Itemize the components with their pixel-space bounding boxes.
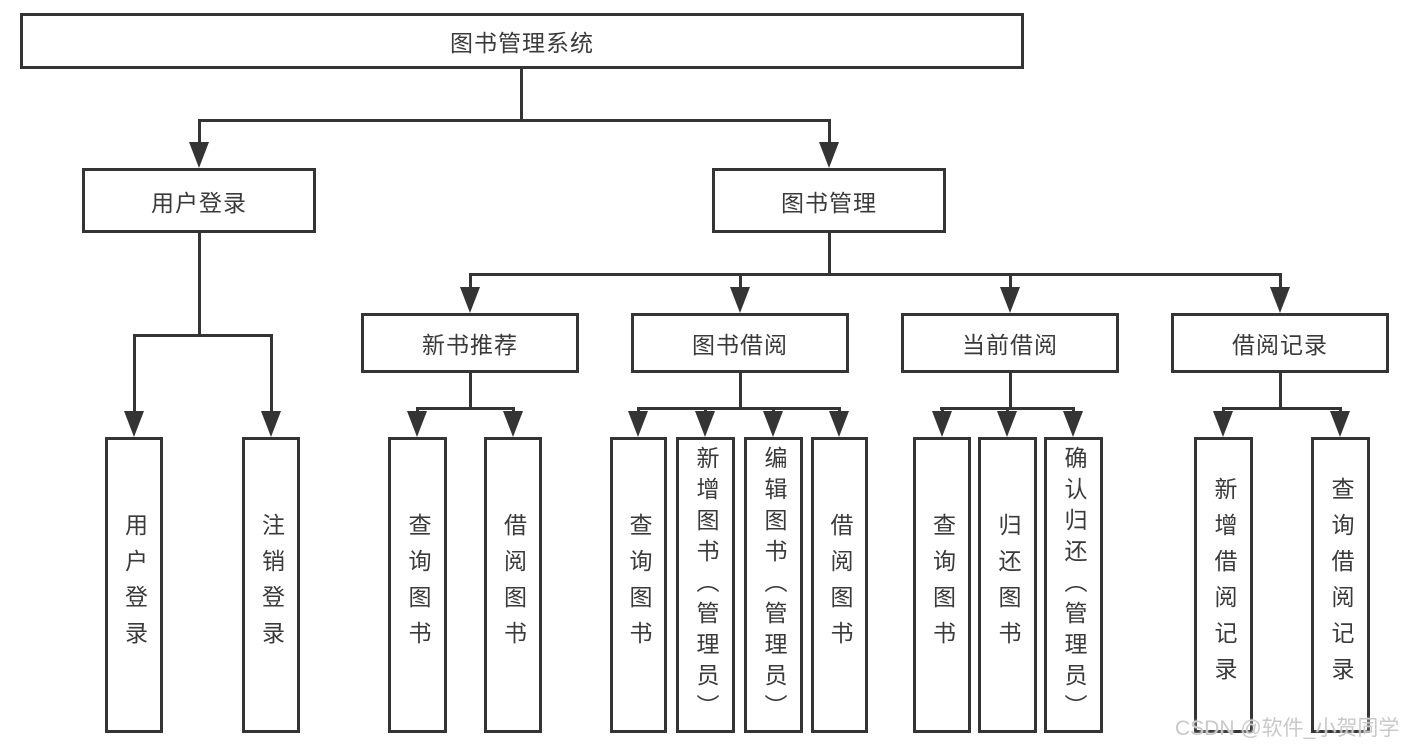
arrowhead-to-user-login: [189, 142, 209, 168]
leaf-br-add-record: 新增借阅记录: [1194, 437, 1253, 733]
leaf-cb-query-book-label: 查询图书: [929, 513, 956, 657]
node-new-book-rec-label: 新书推荐: [422, 332, 518, 358]
leaf-rec-query-book-label: 查询图书: [405, 513, 431, 657]
leaf-rec-borrow-book-label: 借阅图书: [500, 513, 527, 657]
node-borrow-record: 借阅记录: [1171, 313, 1389, 373]
node-current-borrow-label: 当前借阅: [962, 332, 1058, 358]
leaf-rec-query-book: 查询图书: [388, 437, 447, 733]
leaf-br-query-record: 查询借阅记录: [1311, 437, 1370, 733]
arrowhead-to-br-query: [1330, 411, 1350, 437]
arrowhead-to-cb-confirm: [1063, 411, 1083, 437]
arrowhead-to-book-borrow: [730, 287, 750, 313]
connector-to-borrow-record-stem: [1279, 273, 1282, 289]
arrowhead-to-new-book-rec: [460, 287, 480, 313]
arrowhead-to-bb-query: [628, 411, 648, 437]
connector-book-borrow-split-bar: [637, 407, 841, 410]
leaf-br-query-record-label: 查询借阅记录: [1328, 477, 1354, 693]
connector-to-current-borrow-stem: [1009, 273, 1012, 289]
leaf-bb-add-book-label: 新增图书（管理员）: [693, 445, 719, 725]
connector-current-borrow-stem: [1009, 373, 1012, 409]
node-root-label: 图书管理系统: [450, 30, 594, 56]
connector-root-stem: [520, 69, 523, 121]
node-user-login-label: 用户登录: [151, 189, 247, 216]
leaf-user-login: 用户登录: [105, 437, 163, 733]
connector-user-login-stem: [198, 233, 201, 336]
leaf-cb-confirm-return: 确认归还（管理员）: [1044, 437, 1103, 733]
connector-to-leaf-logout-stem: [270, 334, 273, 414]
connector-new-book-rec-stem: [469, 373, 472, 409]
leaf-user-login-label: 用户登录: [121, 513, 148, 657]
connector-new-book-rec-split-bar: [416, 407, 515, 410]
arrowhead-to-leaf-user-login: [124, 411, 144, 437]
connector-book-mgmt-split-bar: [469, 273, 1282, 276]
arrowhead-to-rec-query: [407, 411, 427, 437]
leaf-cb-query-book: 查询图书: [913, 437, 971, 733]
connector-book-mgmt-stem: [828, 233, 831, 275]
node-root: 图书管理系统: [20, 13, 1024, 69]
leaf-bb-query-book: 查询图书: [610, 437, 667, 733]
arrowhead-to-book-mgmt: [819, 142, 839, 168]
leaf-bb-query-book-label: 查询图书: [626, 513, 652, 657]
arrowhead-to-cb-return: [997, 411, 1017, 437]
leaf-bb-add-book: 新增图书（管理员）: [676, 437, 735, 733]
connector-to-user-login-stem: [198, 119, 201, 147]
leaf-bb-edit-book: 编辑图书（管理员）: [744, 437, 803, 733]
leaf-bb-borrow-book: 借阅图书: [811, 437, 868, 733]
connector-book-borrow-stem: [739, 373, 742, 409]
connector-root-split-bar: [198, 119, 831, 122]
node-user-login: 用户登录: [82, 168, 316, 233]
connector-to-leaf-user-login-stem: [133, 334, 136, 414]
connector-borrow-record-split-bar: [1222, 407, 1342, 410]
arrowhead-to-current-borrow: [1000, 287, 1020, 313]
node-new-book-rec: 新书推荐: [361, 313, 579, 373]
node-book-borrow: 图书借阅: [631, 313, 849, 373]
arrowhead-to-bb-borrow: [829, 411, 849, 437]
arrowhead-to-bb-edit: [763, 411, 783, 437]
leaf-bb-borrow-book-label: 借阅图书: [827, 513, 853, 657]
arrowhead-to-bb-add: [695, 411, 715, 437]
node-current-borrow: 当前借阅: [901, 313, 1119, 373]
connector-to-book-borrow-stem: [739, 273, 742, 289]
leaf-cb-return-book-label: 归还图书: [995, 513, 1021, 657]
csdn-watermark: CSDN @软件_小贺同学: [1175, 717, 1400, 740]
leaf-logout: 注销登录: [242, 437, 300, 733]
arrowhead-to-borrow-record: [1270, 287, 1290, 313]
connector-to-book-mgmt-stem: [828, 119, 831, 147]
node-book-mgmt: 图书管理: [712, 168, 946, 233]
leaf-br-add-record-label: 新增借阅记录: [1211, 477, 1237, 693]
connector-user-login-split-bar: [133, 334, 273, 337]
arrowhead-to-br-add: [1213, 411, 1233, 437]
connector-borrow-record-stem: [1279, 373, 1282, 409]
connector-to-new-book-rec-stem: [469, 273, 472, 289]
leaf-rec-borrow-book: 借阅图书: [484, 437, 542, 733]
node-borrow-record-label: 借阅记录: [1232, 332, 1328, 358]
arrowhead-to-rec-borrow: [503, 411, 523, 437]
arrowhead-to-leaf-logout: [261, 411, 281, 437]
leaf-logout-label: 注销登录: [258, 513, 285, 657]
node-book-mgmt-label: 图书管理: [781, 189, 877, 216]
node-book-borrow-label: 图书借阅: [692, 332, 788, 358]
leaf-cb-confirm-return-label: 确认归还（管理员）: [1061, 445, 1087, 725]
arrowhead-to-cb-query: [932, 411, 952, 437]
leaf-cb-return-book: 归还图书: [978, 437, 1037, 733]
leaf-bb-edit-book-label: 编辑图书（管理员）: [761, 445, 787, 725]
